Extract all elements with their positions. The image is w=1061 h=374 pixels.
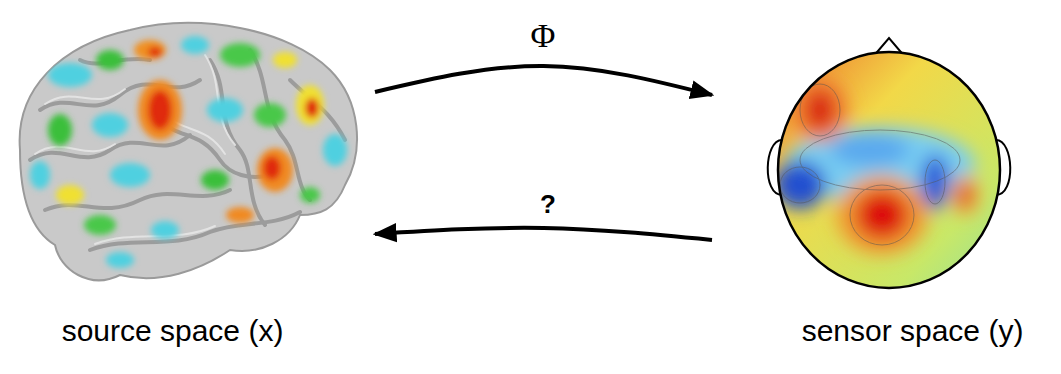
mapping-arrow — [375, 66, 712, 95]
brain-illustration — [20, 23, 357, 280]
space-caption: source space (x) — [0, 314, 345, 348]
edge-label-holder: Φ — [527, 17, 560, 55]
mapping-arrow — [375, 228, 712, 240]
scalp-topomap — [768, 38, 1011, 295]
caption-region: sensor space (y) — [712, 0, 1061, 374]
caption-region: source space (x) — [0, 0, 375, 374]
operator-label: ? — [536, 189, 560, 219]
space-caption: sensor space (y) — [764, 314, 1061, 348]
edge-label-holder: ? — [536, 189, 560, 220]
operator-label: Φ — [527, 17, 560, 54]
